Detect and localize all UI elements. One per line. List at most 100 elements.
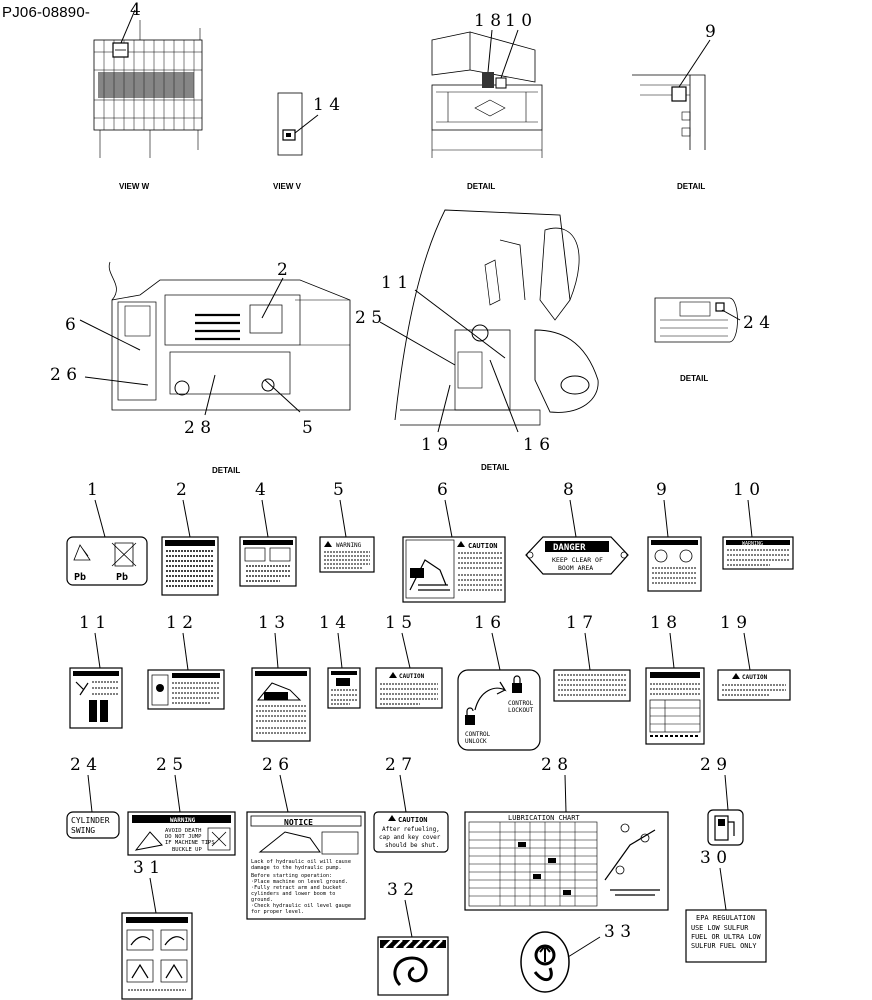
- label-item-1: 1 Pb Pb: [66, 480, 148, 586]
- label25-line2: DO NOT JUMP: [165, 834, 202, 840]
- label-item-12: 1 2: [147, 613, 225, 710]
- label-number-11: 1 1: [79, 613, 106, 633]
- callout-10-detail: 1 0: [505, 11, 532, 31]
- label-number-16: 1 6: [474, 613, 501, 633]
- label26-line7: ground.: [251, 897, 273, 903]
- caption-detail-c: DETAIL: [212, 466, 240, 475]
- label27-line1: After refueling,: [382, 826, 440, 833]
- label16-unlock-text1: CONTROL: [465, 731, 491, 738]
- label25-line4: BUCKLE UP: [172, 847, 202, 853]
- view-w-drawing: [93, 9, 203, 158]
- callout-24-detail: 2 4: [743, 313, 770, 333]
- label8-signal-word: DANGER: [553, 543, 586, 553]
- caption-view-v: VIEW V: [273, 182, 302, 191]
- callout-19-detail: 1 9: [421, 435, 448, 455]
- label28-title: LUBRICATION CHART: [508, 814, 580, 822]
- label26-line1: Lack of hydraulic oil will cause: [251, 859, 351, 865]
- callout-16-detail: 1 6: [523, 435, 550, 455]
- label26-line5: ·Fully retract arm and bucket: [251, 885, 342, 891]
- label26-line4: ·Place machine on level ground.: [251, 879, 348, 885]
- label-number-33: 3 3: [604, 922, 631, 942]
- caption-detail-d: DETAIL: [481, 463, 509, 472]
- label-item-16: 1 6 CONTROL LOCKOUT CONTROL UNLOCK: [457, 613, 541, 751]
- detail-cab-top-drawing: [431, 29, 543, 158]
- label-item-5: 5 WARNING: [319, 480, 375, 573]
- label-item-10: 1 0 WARNING: [722, 480, 794, 570]
- label-item-28: 2 8 LUBRICATION CHART: [464, 755, 669, 911]
- label15-signal-word: CAUTION: [399, 673, 425, 680]
- label-number-27: 2 7: [385, 755, 412, 775]
- label-number-15: 1 5: [385, 613, 412, 633]
- label-number-32: 3 2: [387, 880, 414, 900]
- label24-line1: CYLINDER: [71, 816, 110, 825]
- label27-line3: should be shut.: [385, 842, 439, 849]
- label-item-24: 2 4 CYLINDER SWING: [66, 755, 120, 839]
- label-number-30: 3 0: [700, 848, 727, 868]
- label-item-25: 2 5 WARNING AVOID DEATH DO NOT JUMP IF M…: [127, 755, 236, 856]
- label-number-24: 2 4: [70, 755, 97, 775]
- label-item-4: 4: [239, 480, 297, 587]
- label-item-29: 2 9: [700, 755, 744, 846]
- label-number-6: 6: [437, 480, 448, 500]
- label-number-17: 1 7: [566, 613, 593, 633]
- label-item-8: 8 DANGER KEEP CLEAR OF BOOM AREA: [525, 480, 629, 575]
- detail-label9-drawing: [632, 39, 711, 150]
- caption-detail-e: DETAIL: [680, 374, 708, 383]
- view-v-drawing: [277, 92, 319, 156]
- label16-lock-text2: LOCKOUT: [508, 707, 534, 714]
- label-item-2: 2: [161, 480, 219, 596]
- document-id: PJ06-08890-: [2, 4, 91, 21]
- callout-18-detail: 1 8: [474, 11, 501, 31]
- label-item-11: 1 1: [69, 613, 123, 729]
- label-item-30: 3 0 EPA REGULATION USE LOW SULFUR FUEL O…: [685, 848, 767, 963]
- callout-5-detail: 5: [302, 418, 313, 438]
- label-number-13: 1 3: [258, 613, 285, 633]
- label26-signal-word: NOTICE: [284, 818, 313, 827]
- callout-28-detail: 2 8: [184, 418, 211, 438]
- label26-line2: damage to the hydraulic pump.: [251, 865, 342, 871]
- label-item-17: 1 7: [553, 613, 631, 702]
- label30-line3: SULFUR FUEL ONLY: [691, 942, 756, 950]
- label-number-2: 2: [176, 480, 187, 500]
- label1-text-pb-right: Pb: [116, 572, 128, 583]
- detail-rear-drawing: [79, 261, 351, 416]
- label-number-19: 1 9: [720, 613, 747, 633]
- callout-14-view-v: 1 4: [313, 95, 340, 115]
- label-number-31: 3 1: [133, 858, 160, 878]
- label-item-31: 3 1: [121, 858, 193, 1000]
- label-item-27: 2 7 CAUTION After refueling, cap and key…: [373, 755, 449, 853]
- label10-signal-word: WARNING: [742, 541, 763, 547]
- label-number-18: 1 8: [650, 613, 677, 633]
- detail-cab-drawing: [379, 209, 599, 433]
- callout-4-view-w: 4: [130, 0, 141, 20]
- label16-lock-text1: CONTROL: [508, 700, 534, 707]
- label-item-6: 6 CAUTION: [402, 480, 506, 603]
- label25-line1: AVOID DEATH: [165, 828, 201, 834]
- label-item-33: 3 3: [520, 922, 631, 993]
- label-number-25: 2 5: [156, 755, 183, 775]
- label-item-26: 2 6 NOTICE Lack of hydraulic oil will ca…: [246, 755, 366, 920]
- callout-26-detail: 2 6: [50, 365, 77, 385]
- detail-label24-drawing: [654, 297, 741, 343]
- label-item-32: 3 2: [377, 880, 449, 996]
- label-number-29: 2 9: [700, 755, 727, 775]
- label25-signal-word: WARNING: [170, 817, 196, 824]
- label1-text-pb-left: Pb: [74, 572, 86, 583]
- label-number-12: 1 2: [166, 613, 193, 633]
- callout-2-detail: 2: [277, 260, 288, 280]
- label27-signal-word: CAUTION: [398, 816, 428, 824]
- label16-unlock-text2: UNLOCK: [465, 738, 487, 745]
- label-number-5: 5: [333, 480, 344, 500]
- label-item-15: 1 5 CAUTION: [375, 613, 443, 709]
- label8-line2: BOOM AREA: [558, 564, 593, 572]
- label26-line8: ·Check hydraulic oil level gauge: [251, 903, 351, 909]
- callout-9-detail: 9: [705, 22, 716, 42]
- callout-25-detail: 2 5: [355, 308, 382, 328]
- label-number-26: 2 6: [262, 755, 289, 775]
- label-number-1: 1: [87, 480, 98, 500]
- label-item-19: 1 9 CAUTION: [717, 613, 791, 701]
- label26-line6: cylinders and lower boom to: [251, 891, 335, 897]
- label27-line2: cap and key cover: [379, 834, 441, 841]
- label30-line2: FUEL OR ULTRA LOW: [691, 933, 761, 941]
